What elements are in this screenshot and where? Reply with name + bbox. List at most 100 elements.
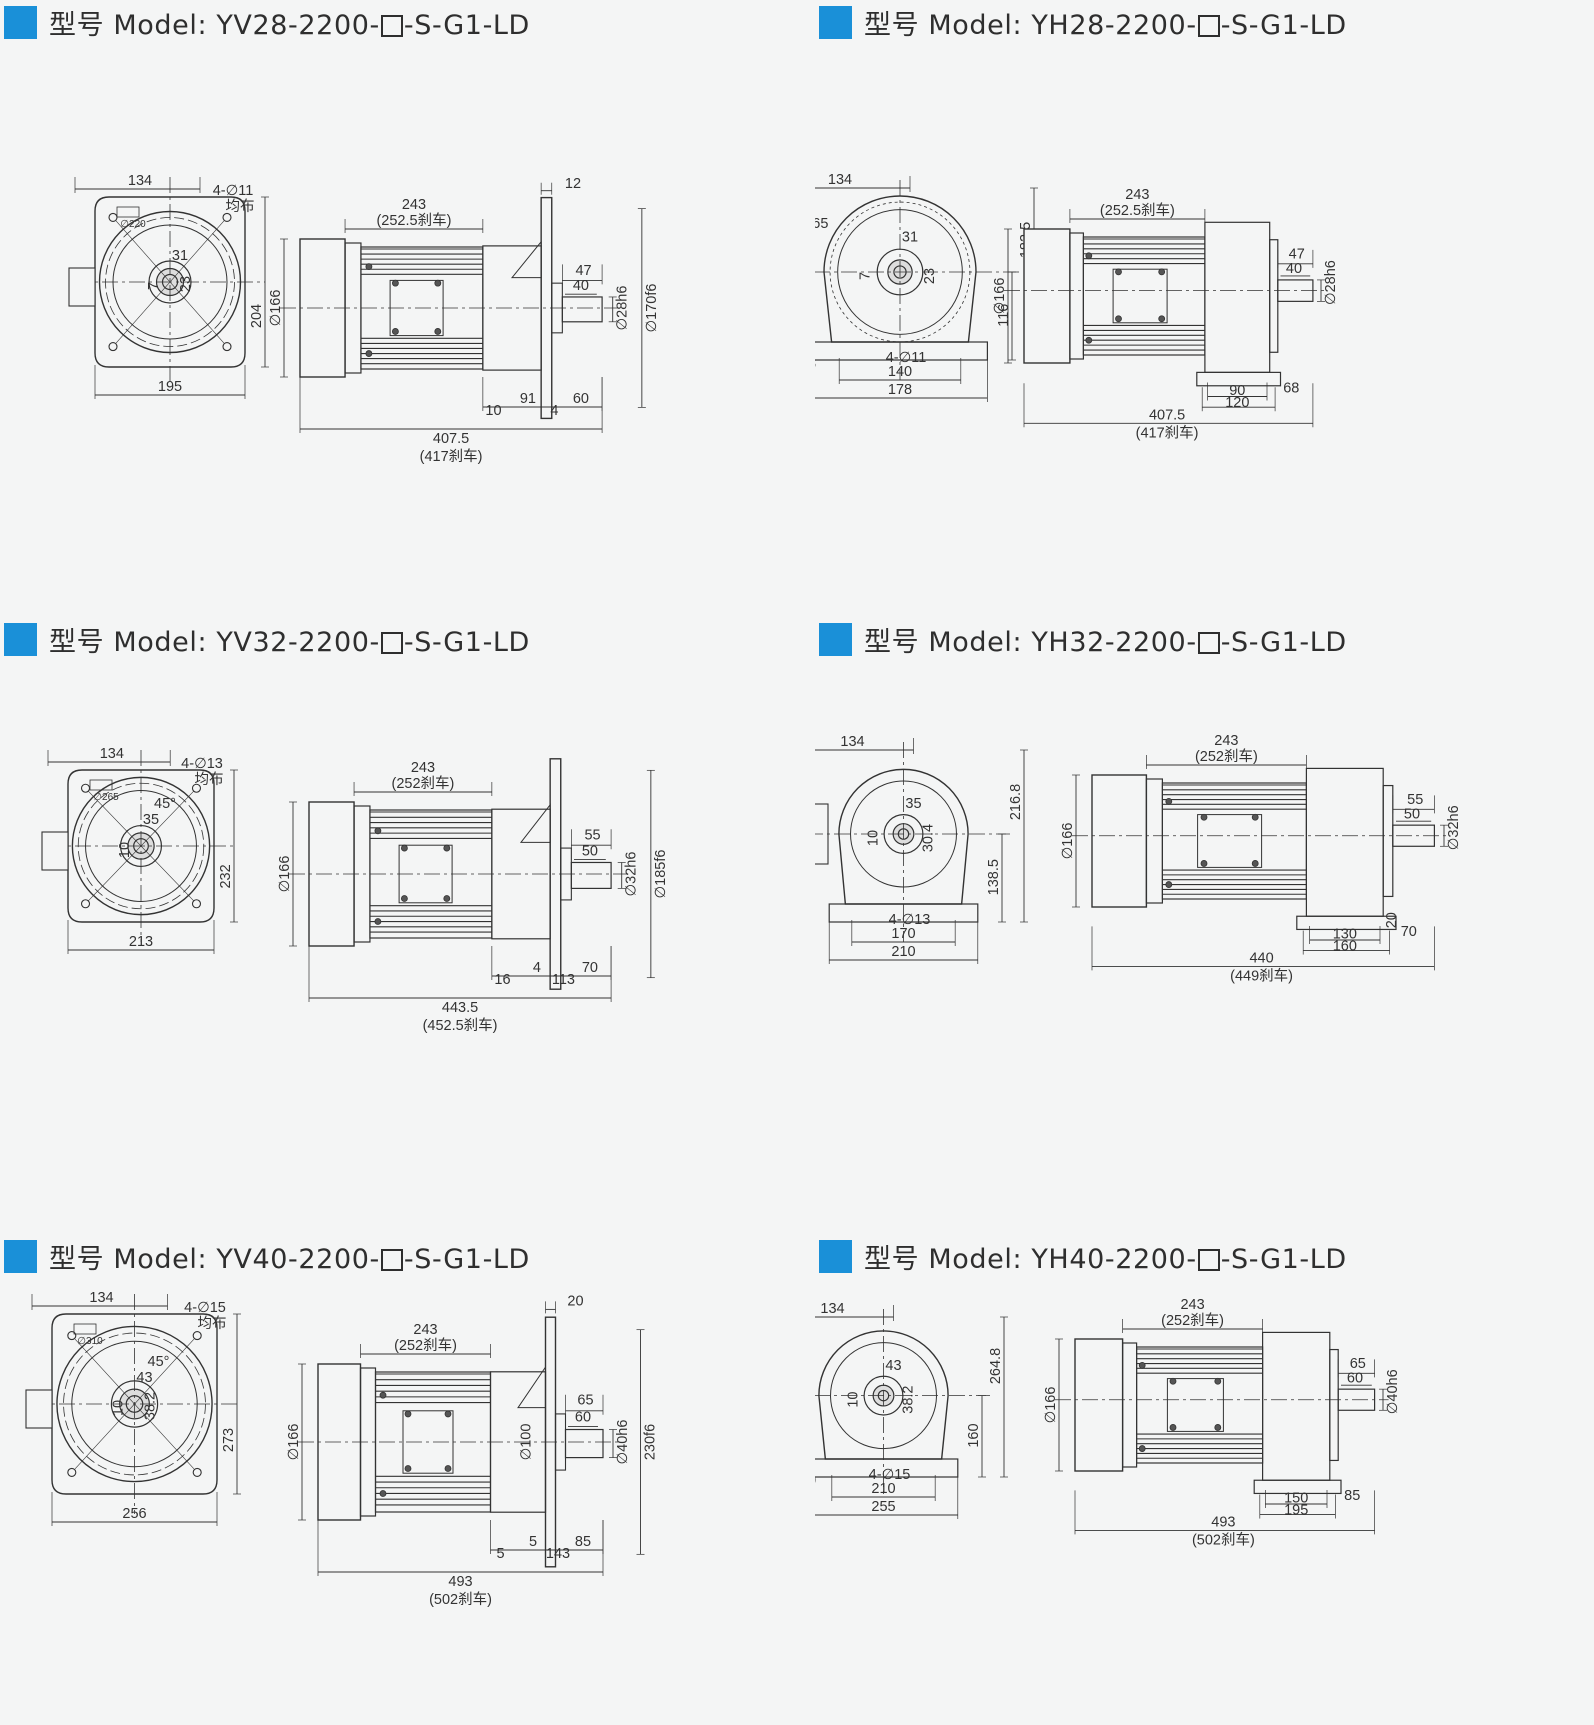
dim-label-motor_len_brake: (252刹车) [392, 775, 455, 792]
model-header: 型号 Model: YH32-2200--S-G1-LD [819, 620, 1347, 658]
drawing-rect [68, 267, 96, 307]
dim-label-shaft_b: 23 [178, 276, 194, 292]
dim-label-motor_len_brake: (252刹车) [1195, 748, 1258, 765]
model-title: 型号 Model: YV28-2200--S-G1-LD [49, 9, 530, 41]
dim-label-foot_in: 90 [1229, 383, 1245, 399]
drawing-rect [1305, 767, 1384, 917]
drawing-circle [443, 844, 451, 852]
model-title: 型号 Model: YH40-2200--S-G1-LD [864, 1243, 1347, 1275]
drawing-yh28: 134182.511614017831723∅16515384-∅11243(2… [815, 172, 1339, 441]
drawing-circle [1138, 1361, 1146, 1369]
dim-label-shaft_a: 10 [846, 1392, 862, 1408]
drawing-circle [80, 783, 91, 793]
placeholder-box-icon [380, 1248, 403, 1271]
panel-yh28: 型号 Model: YH28-2200--S-G1-LD 134182.5116… [815, 0, 1594, 617]
drawing-path [823, 195, 977, 343]
drawing-rect [1074, 1338, 1124, 1472]
dim-label-dia_motor: ∅166 [992, 278, 1008, 315]
dim-label-base_in: 170 [891, 926, 915, 942]
dim-label-motor_len: 243 [1214, 733, 1238, 749]
dim-label-shaft_len: 47 [1289, 246, 1305, 262]
dim-label-total: 407.5 [433, 431, 469, 447]
drawing-circle [108, 212, 118, 222]
dim-label-bolts: 4-∅11 [886, 350, 927, 366]
drawing-rect [1329, 1348, 1339, 1462]
drawing-rect [564, 1428, 604, 1459]
blue-square-icon [4, 622, 37, 656]
dim-label-key_len: 40 [573, 278, 589, 294]
dim-label-bolts: 4-∅13 [181, 756, 223, 772]
model-header: 型号 Model: YV32-2200--S-G1-LD [4, 620, 530, 658]
drawing-rect [1082, 236, 1206, 356]
dim-label-d_143: 143 [546, 1546, 570, 1562]
dim-label-top_width: 134 [100, 746, 124, 762]
drawing-rect [89, 779, 113, 791]
dim-label-d_5b: 5 [529, 1534, 537, 1550]
dim-label-flange_t: 12 [565, 176, 581, 192]
drawing-rect [1122, 1342, 1138, 1468]
dim-label-dia_shaft: ∅40h6 [1385, 1369, 1401, 1414]
dim-label-bolts_note: 均布 [198, 1315, 227, 1332]
dim-label-bolts_note: 均布 [195, 771, 224, 788]
drawing-rect [25, 1389, 53, 1429]
dim-label-flange_t: 20 [567, 1294, 583, 1310]
drawing-rect [1269, 239, 1279, 353]
dim-label-dia_shaft: ∅28h6 [615, 286, 631, 331]
dim-label-flange_h: 273 [221, 1428, 237, 1452]
dim-label-dia_shaft: ∅32h6 [1446, 805, 1462, 850]
drawing-circle [1165, 797, 1173, 805]
blue-square-icon [819, 5, 852, 39]
drawing-circle [67, 1331, 77, 1341]
drawing-circle [391, 279, 399, 287]
blue-square-icon [4, 1239, 37, 1273]
drawing-path [510, 240, 542, 279]
dim-label-d_4: 4 [533, 960, 541, 976]
drawing-rect [1161, 782, 1307, 900]
dim-label-base_in: 140 [888, 364, 912, 380]
dim-label-d_91: 91 [520, 391, 536, 407]
dim-label-shaft_a: 10 [866, 830, 882, 846]
drawing-rect [570, 861, 612, 889]
dim-label-shaft_b: 23 [922, 268, 938, 284]
dim-label-bolts: 4-∅15 [869, 1467, 911, 1483]
dim-label-total_brake: (417刹车) [420, 448, 483, 465]
drawing-rect [1166, 1378, 1224, 1432]
drawing-circle [222, 212, 232, 222]
dim-label-d_4: 4 [550, 403, 558, 419]
dim-label-shaft_a: 10 [111, 1400, 127, 1416]
dim-label-shaft_b: 38.2 [901, 1385, 917, 1413]
drawing-circle [444, 1465, 452, 1472]
drawing-path [94, 196, 246, 368]
dim-label-dia_pilot: ∅170f6 [644, 284, 660, 333]
dim-label-foot_edge: 38 [815, 356, 816, 372]
drawing-rect [1091, 774, 1148, 908]
drawing-rect [1382, 784, 1394, 898]
dim-label-total_brake: (417刹车) [1136, 424, 1199, 441]
dim-label-base_out: 210 [891, 944, 915, 960]
dim-label-dia_shaft: ∅32h6 [624, 852, 640, 897]
dim-label-shaft_key: 35 [143, 812, 159, 828]
dim-label-flange_h: 204 [249, 304, 265, 328]
drawing-circle [365, 263, 373, 271]
drawing-line [88, 791, 194, 901]
dim-label-foot_off: 85 [1344, 1488, 1360, 1504]
drawing-rect [1204, 221, 1271, 373]
drawing-circle [1085, 252, 1093, 260]
drawing-rect [1197, 814, 1263, 868]
drawing-circle [1158, 268, 1166, 276]
drawing-circle [374, 827, 382, 835]
drawing-circle [192, 1467, 202, 1477]
dim-label-shaft_key: 43 [136, 1370, 152, 1386]
drawing-circle [1165, 881, 1173, 888]
dim-label-foot_off: 68 [1283, 380, 1299, 396]
dim-label-pcd_tag: ∅265 [93, 792, 119, 803]
dim-label-key_len: 40 [1286, 261, 1302, 277]
dim-label-d_113: 113 [552, 972, 575, 988]
drawing-circle [1085, 336, 1093, 344]
dim-label-shaft_a: 7 [858, 272, 874, 280]
dim-label-motor_len: 243 [1125, 187, 1149, 203]
dim-label-top_width: 134 [89, 1290, 113, 1306]
drawing-rect [561, 296, 603, 323]
